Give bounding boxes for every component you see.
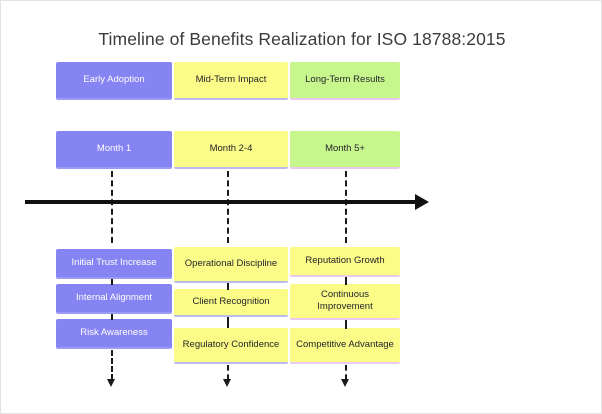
connector-dashed-column-1-upper — [111, 171, 113, 243]
arrowhead-down-column-2 — [223, 379, 231, 387]
period-box-month-2-4[interactable]: Month 2-4 — [174, 131, 288, 169]
benefit-box-internal-alignment[interactable]: Internal Alignment — [56, 284, 172, 314]
page-title: Timeline of Benefits Realization for ISO… — [98, 29, 506, 49]
connector-dashed-column-3-gap-1 — [345, 277, 347, 285]
timeline-axis-arrowhead — [415, 194, 429, 210]
benefit-label: Initial Trust Increase — [71, 257, 157, 268]
connector-dashed-column-1-gap-2 — [111, 314, 113, 320]
period-label: Month 2-4 — [209, 143, 253, 154]
connector-dashed-column-3-gap-2 — [345, 320, 347, 329]
benefit-box-continuous-improvement[interactable]: Continuous Improvement — [290, 284, 400, 320]
benefit-box-initial-trust-increase[interactable]: Initial Trust Increase — [56, 249, 172, 279]
benefit-box-reputation-growth[interactable]: Reputation Growth — [290, 247, 400, 277]
phase-label: Mid-Term Impact — [195, 74, 267, 85]
arrowhead-down-column-3 — [341, 379, 349, 387]
benefit-label: Competitive Advantage — [296, 339, 394, 350]
benefit-box-competitive-advantage[interactable]: Competitive Advantage — [290, 328, 400, 364]
period-box-month-1[interactable]: Month 1 — [56, 131, 172, 169]
period-label: Month 5+ — [325, 143, 365, 154]
benefit-label: Reputation Growth — [305, 255, 385, 266]
benefit-box-risk-awareness[interactable]: Risk Awareness — [56, 319, 172, 349]
connector-dashed-column-2-tail — [227, 365, 229, 380]
benefit-label: Risk Awareness — [80, 327, 148, 338]
connector-dashed-column-2-gap-1 — [227, 283, 229, 290]
benefit-label: Regulatory Confidence — [182, 339, 280, 350]
connector-dashed-column-2-upper — [227, 171, 229, 243]
phase-box-mid-term-impact[interactable]: Mid-Term Impact — [174, 62, 288, 100]
benefit-label: Internal Alignment — [75, 292, 153, 303]
benefit-box-regulatory-confidence[interactable]: Regulatory Confidence — [174, 328, 288, 364]
timeline-axis-line — [25, 200, 417, 204]
phase-box-long-term-results[interactable]: Long-Term Results — [290, 62, 400, 100]
benefit-label: Client Recognition — [192, 296, 270, 307]
benefit-label: Operational Discipline — [184, 258, 278, 269]
connector-dashed-column-2-gap-2 — [227, 317, 229, 328]
connector-dashed-column-3-tail — [345, 365, 347, 380]
benefit-box-operational-discipline[interactable]: Operational Discipline — [174, 247, 288, 283]
phase-label: Early Adoption — [83, 74, 145, 85]
benefit-box-client-recognition[interactable]: Client Recognition — [174, 289, 288, 317]
phase-label: Long-Term Results — [305, 74, 385, 85]
period-label: Month 1 — [96, 143, 132, 154]
arrowhead-down-column-1 — [107, 379, 115, 387]
period-box-month-5-plus[interactable]: Month 5+ — [290, 131, 400, 169]
connector-dashed-column-1-tail — [111, 350, 113, 380]
phase-box-early-adoption[interactable]: Early Adoption — [56, 62, 172, 100]
connector-dashed-column-1-gap-1 — [111, 279, 113, 285]
benefit-label: Continuous Improvement — [317, 289, 373, 312]
connector-dashed-column-3-upper — [345, 171, 347, 243]
